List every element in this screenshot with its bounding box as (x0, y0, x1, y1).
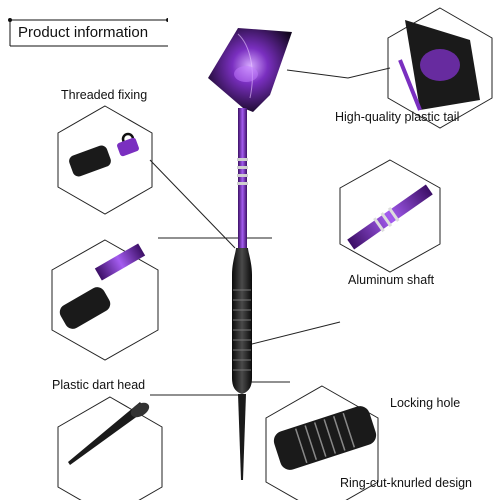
hex-plastic-head (57, 396, 163, 500)
dart-tip (238, 394, 246, 480)
detail-knurled (273, 406, 377, 470)
page-title: Product information (18, 24, 149, 41)
label-knurled: Ring-cut-knurled design (340, 476, 473, 490)
title-frame (8, 18, 168, 47)
dart-shaft (237, 108, 248, 248)
detail-plastic-head (68, 402, 150, 465)
label-plastic-head: Plastic dart head (52, 378, 146, 392)
dart-barrel (232, 248, 252, 394)
label-plastic-tail: High-quality plastic tail (335, 110, 460, 124)
label-locking-hole: Locking hole (390, 396, 461, 410)
detail-threaded (69, 132, 139, 177)
label-threaded-fixing: Threaded fixing (61, 88, 148, 102)
detail-aluminum-shaft (347, 184, 433, 250)
dart-flight (208, 28, 292, 112)
detail-shaft-connector (59, 243, 146, 329)
label-aluminum-shaft: Aluminum shaft (348, 273, 435, 287)
detail-tail (398, 20, 480, 111)
